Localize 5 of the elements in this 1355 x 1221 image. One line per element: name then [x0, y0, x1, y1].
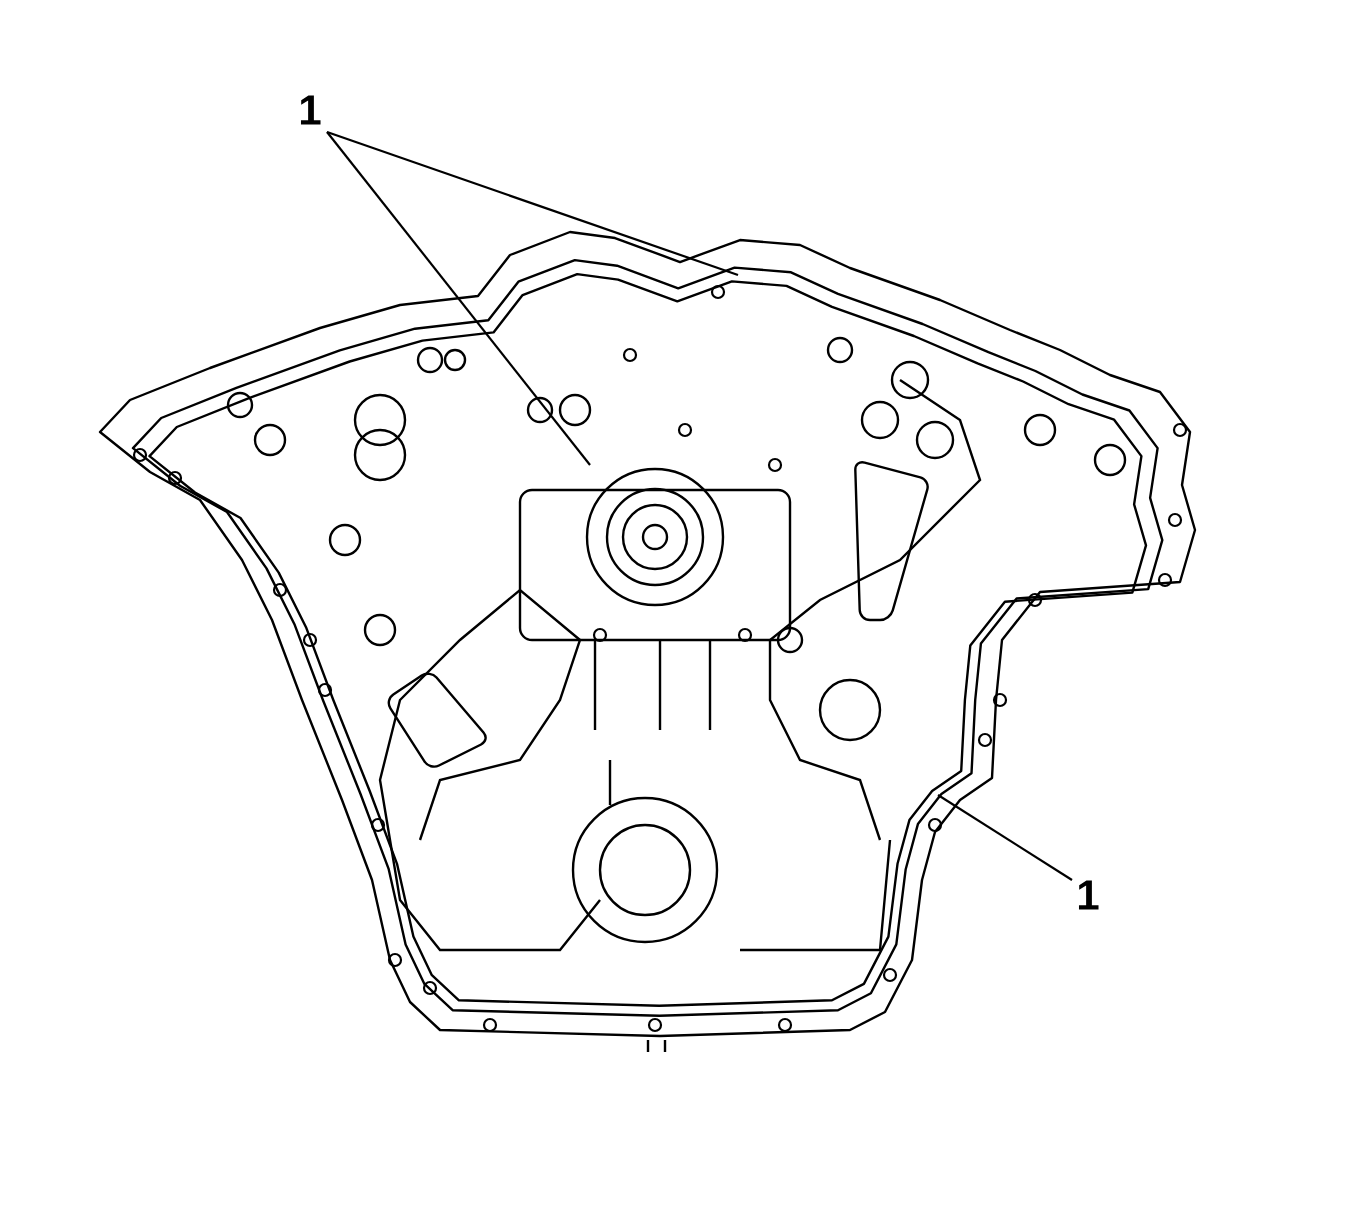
- leader-line: [326, 131, 591, 466]
- leader-line: [326, 130, 739, 277]
- leader-line: [937, 794, 1073, 881]
- callout-number: 1: [1079, 880, 1099, 910]
- callout-number: 1: [301, 95, 321, 125]
